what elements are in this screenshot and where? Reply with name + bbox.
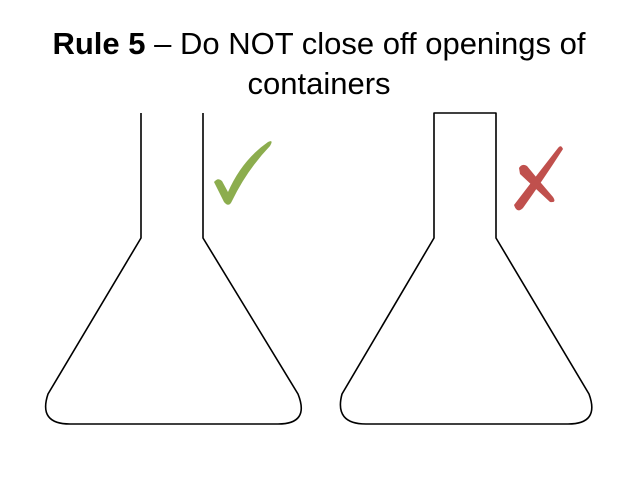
slide-title: Rule 5 – Do NOT close off openings of co… — [0, 24, 638, 104]
open-flask — [44, 113, 303, 425]
title-rule-number: Rule 5 — [52, 26, 146, 61]
check-icon — [214, 141, 272, 205]
cross-icon — [514, 146, 563, 211]
closed-flask — [339, 112, 593, 425]
title-text-line2: containers — [247, 66, 391, 101]
title-text-line1: – Do NOT close off openings of — [145, 26, 586, 61]
